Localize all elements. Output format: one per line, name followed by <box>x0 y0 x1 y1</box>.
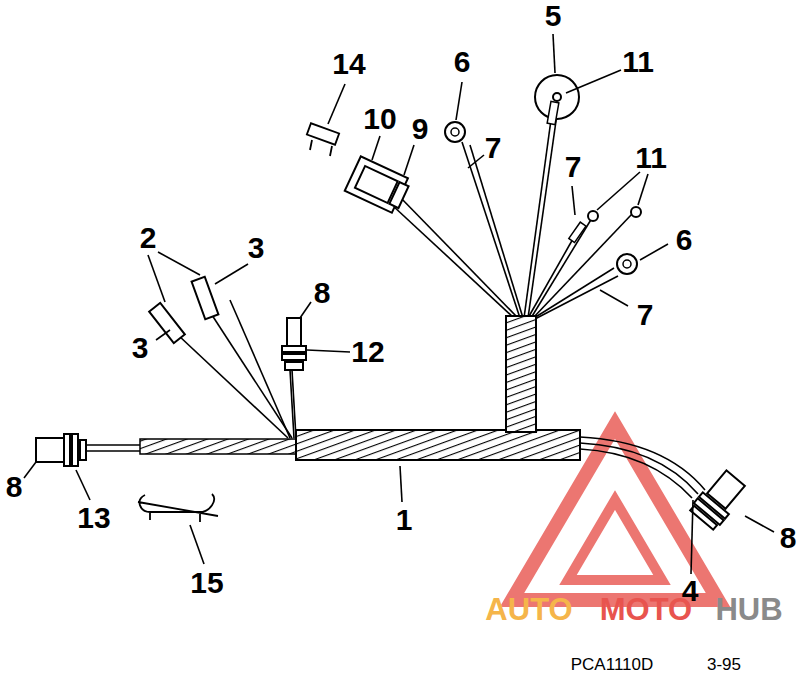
callout-number: 6 <box>454 47 471 77</box>
callout-number: 5 <box>545 1 562 31</box>
watermark-text: AUTO <box>485 594 572 625</box>
callout-number: 12 <box>351 337 384 367</box>
callout-number: 8 <box>6 472 23 502</box>
callout-number: 7 <box>637 300 654 330</box>
callout-number: 2 <box>140 223 157 253</box>
callout-number: 11 <box>622 47 654 77</box>
callout-number: 14 <box>332 49 365 79</box>
callout-number: 1 <box>396 505 413 535</box>
watermark-text: HUB <box>715 594 782 625</box>
callout-number: 7 <box>565 152 582 182</box>
callout-number: 10 <box>363 104 396 134</box>
callout-number: 3 <box>248 233 265 263</box>
callout-number: 9 <box>412 114 429 144</box>
watermark-text: MOTO <box>600 594 692 625</box>
callout-number: 15 <box>190 568 223 598</box>
callout-number: 3 <box>132 333 149 363</box>
callout-number: 13 <box>77 503 110 533</box>
callout-number: 8 <box>314 278 331 308</box>
drawing-code: PCA1110D <box>571 656 654 673</box>
callout-number: 11 <box>635 143 667 173</box>
callout-number: 7 <box>485 133 502 163</box>
drawing-date: 3-95 <box>707 656 741 673</box>
callout-number: 6 <box>676 225 693 255</box>
callout-number: 8 <box>780 523 797 553</box>
